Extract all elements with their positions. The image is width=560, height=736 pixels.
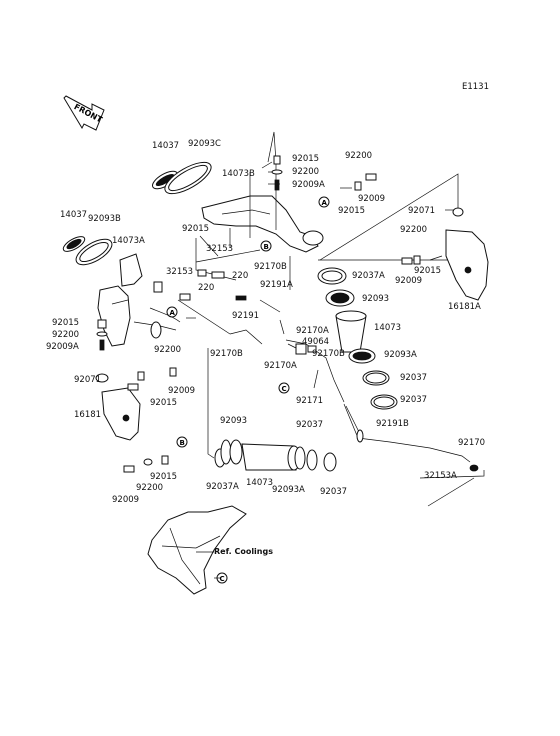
part-label: 92191B	[376, 419, 409, 429]
part-label: 92009	[112, 495, 140, 505]
lower-hose-row	[214, 439, 337, 472]
part-label: 92093	[220, 416, 248, 426]
part-label: 14073	[246, 478, 274, 488]
part-label: 92170	[458, 438, 486, 448]
rings-right-column	[317, 267, 398, 410]
part-label: 92009A	[292, 180, 325, 190]
part-label: 92170B	[254, 262, 287, 272]
part-label: 32153	[206, 244, 234, 254]
side-cover-16181	[97, 253, 177, 441]
svg-text:A: A	[322, 199, 328, 207]
intake-duct-14073b	[201, 195, 324, 253]
marker-b-upper: B	[260, 240, 272, 252]
part-label: 92009	[358, 194, 386, 204]
part-label: 92015	[150, 398, 178, 408]
marker-b-lower: B	[176, 436, 188, 448]
part-label: 92191	[232, 311, 260, 321]
part-label: 92093A	[272, 485, 305, 495]
part-label: 92037	[320, 487, 348, 497]
part-label: 14073B	[222, 169, 255, 179]
part-label: 92191A	[260, 280, 293, 290]
part-label: 92037A	[352, 271, 385, 281]
part-label: 32153A	[424, 471, 457, 481]
svg-text:B: B	[264, 243, 269, 251]
part-label: 92037	[400, 373, 428, 383]
part-label: 92093B	[88, 214, 121, 224]
marker-a-upper: A	[318, 196, 330, 208]
part-label: 92015	[52, 318, 80, 328]
part-label: 92170B	[312, 349, 345, 359]
part-label: 92071	[408, 206, 436, 216]
part-label: 92093C	[188, 139, 221, 149]
side-cover-16181a	[445, 207, 489, 301]
svg-text:C: C	[282, 385, 287, 393]
svg-text:C: C	[220, 575, 225, 583]
part-label: 92171	[296, 396, 324, 406]
front-arrow-icon: FRONT	[63, 95, 105, 131]
part-label: 92015	[292, 154, 320, 164]
part-label: 92037A	[206, 482, 239, 492]
part-label: 16181A	[448, 302, 481, 312]
part-label: 92200	[400, 225, 428, 235]
figure-id: E1131	[462, 82, 490, 92]
part-label: 92037	[400, 395, 428, 405]
part-label: 32153	[166, 267, 194, 277]
part-label: 92200	[292, 167, 320, 177]
hose-ring-14037-top	[152, 161, 212, 195]
part-label: 92015	[414, 266, 442, 276]
part-label: 14073	[374, 323, 402, 333]
part-label: 49064	[302, 337, 330, 347]
part-label: 92170A	[296, 326, 329, 336]
ref-coolings-label: Ref. Coolings	[214, 547, 273, 556]
part-label: 92009	[168, 386, 196, 396]
hose-ring-14037-left	[62, 236, 113, 266]
bolts-right	[271, 155, 443, 265]
part-label: 92200	[136, 483, 164, 493]
part-label: 92200	[345, 151, 373, 161]
hoses-middle	[229, 299, 485, 507]
marker-c-middle: C	[278, 382, 290, 394]
svg-text:B: B	[180, 439, 185, 447]
part-label: 92093	[362, 294, 390, 304]
part-label: 14073A	[112, 236, 145, 246]
part-label: 92015	[150, 472, 178, 482]
part-label: 92015	[338, 206, 366, 216]
part-label: 14037	[60, 210, 88, 220]
part-label: 16181	[74, 410, 102, 420]
part-label: 92009A	[46, 342, 79, 352]
part-label: 92015	[182, 224, 210, 234]
part-label: 92093A	[384, 350, 417, 360]
part-label: 92200	[52, 330, 80, 340]
part-label: 92170A	[264, 361, 297, 371]
part-label: 220	[198, 283, 215, 293]
part-label: 92200	[154, 345, 182, 355]
part-label: 92009	[395, 276, 423, 286]
svg-text:A: A	[170, 309, 176, 317]
part-label: 92037	[296, 420, 324, 430]
part-label: 220	[232, 271, 249, 281]
part-label: 92170B	[210, 349, 243, 359]
part-label: 14037	[152, 141, 180, 151]
frame-assembly	[147, 505, 247, 595]
part-label: 92071	[74, 375, 102, 385]
bolts-left	[95, 269, 247, 473]
